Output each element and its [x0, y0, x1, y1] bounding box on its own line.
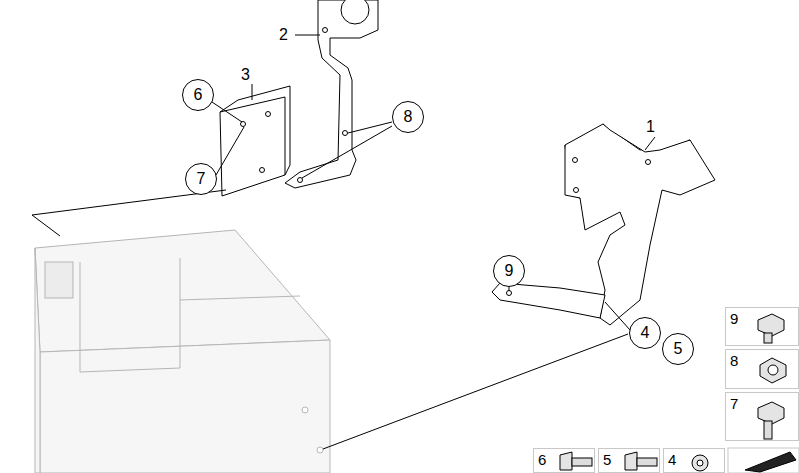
drawing-part	[298, 178, 303, 183]
bracket-1	[492, 124, 715, 325]
fastener-box: 5	[598, 448, 660, 473]
drawing-part	[241, 122, 246, 127]
callout-number: 7	[197, 171, 206, 187]
drawing-part	[745, 452, 796, 472]
drawing-part	[341, 0, 369, 24]
drawing-part	[40, 340, 330, 473]
drawing-part	[302, 407, 308, 413]
drawing-part	[252, 84, 253, 100]
callout-number: 6	[538, 452, 546, 467]
drawing-part	[32, 190, 226, 236]
drawing-part	[45, 262, 73, 298]
drawing-part	[323, 28, 328, 33]
callout-circle: 4	[629, 317, 661, 349]
callout-number: 6	[194, 87, 203, 103]
drawing-part	[492, 283, 605, 318]
drawing-part	[572, 458, 592, 466]
callout-number: 8	[730, 353, 738, 368]
drawing-part	[216, 127, 244, 175]
callout-number: 9	[730, 311, 738, 326]
fastener-box: 6	[533, 448, 595, 473]
drawing-part	[35, 248, 40, 473]
drawing-part	[180, 296, 300, 300]
drawing-part	[764, 421, 772, 439]
drawing-part	[317, 447, 323, 453]
bracket-2	[285, 0, 378, 188]
drawing-part	[212, 102, 242, 122]
drawing-part	[302, 126, 392, 178]
drawing-part	[80, 258, 180, 372]
drawing-part	[220, 97, 285, 196]
bracket-3	[220, 86, 290, 196]
callout-circle: 8	[392, 101, 424, 133]
drawing-part	[220, 86, 290, 175]
part-number: 1	[645, 119, 656, 135]
callout-circle: 6	[182, 79, 214, 111]
leader-lines	[32, 35, 655, 449]
callout-circle: 9	[493, 255, 525, 287]
drawing-part	[285, 0, 378, 188]
callout-number: 5	[674, 341, 683, 357]
callout-number: 9	[505, 263, 514, 279]
drawing-part	[768, 365, 778, 375]
drawing-part	[565, 145, 580, 198]
fastener-icons	[560, 314, 799, 473]
drawing-part	[760, 358, 786, 383]
drawing-part	[625, 452, 637, 470]
callout-circle: 5	[662, 333, 694, 365]
drawing-part	[35, 230, 330, 352]
callout-circle: 7	[185, 163, 217, 195]
drawing-part	[323, 334, 628, 449]
drawing-part	[692, 455, 708, 471]
drawing-part	[573, 158, 578, 163]
callout-number: 7	[730, 396, 738, 411]
drawing-part	[348, 122, 392, 133]
fastener-box: 8	[725, 349, 799, 389]
fastener-box: 7	[725, 392, 799, 441]
drawing-part	[343, 131, 348, 136]
drawing-part	[697, 460, 703, 466]
drawing-part	[645, 137, 655, 150]
drawing-part	[295, 35, 320, 36]
drawing-part	[509, 287, 510, 291]
drawing-part	[560, 452, 572, 470]
fastener-box: 9	[725, 307, 799, 346]
drawing-part	[507, 291, 512, 296]
drawing-part	[764, 333, 772, 343]
callout-number: 4	[641, 325, 650, 341]
drawing-part	[260, 168, 265, 173]
drawing-part	[605, 302, 630, 330]
callout-number: 4	[668, 452, 676, 467]
part-number: 3	[240, 67, 251, 83]
part-number: 2	[278, 27, 289, 43]
callout-number: 5	[603, 452, 611, 467]
drawing-part	[574, 188, 579, 193]
callout-number: 8	[404, 109, 413, 125]
fastener-box: 4	[663, 448, 725, 473]
drawing-part	[266, 112, 271, 117]
cd-changer	[35, 230, 330, 473]
drawing-part	[646, 160, 651, 165]
drawing-part	[637, 458, 657, 466]
drawing-part	[728, 448, 799, 473]
